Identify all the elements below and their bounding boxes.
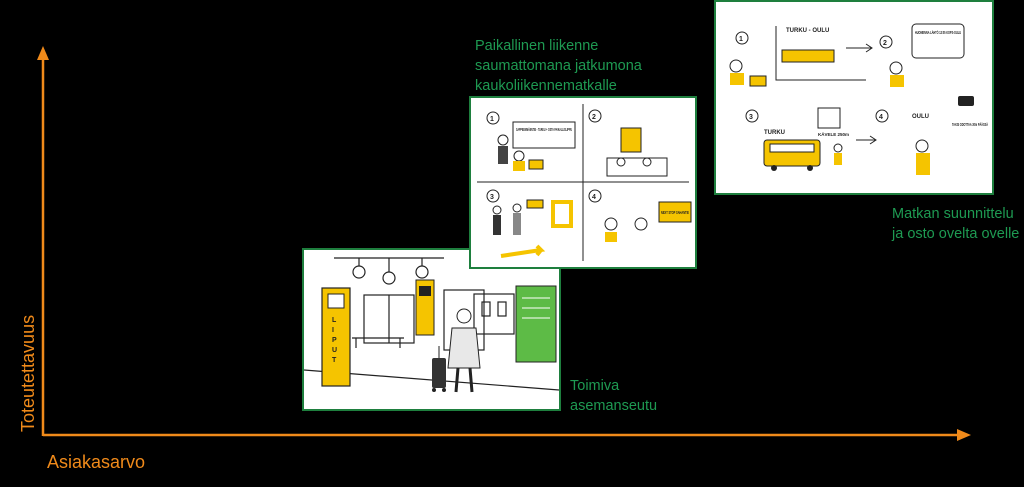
trip-step-1: 1 — [739, 36, 743, 43]
ticket-machine-label-u: U — [332, 347, 337, 354]
y-axis-arrowhead — [37, 46, 49, 60]
trip-step-4: 4 — [879, 114, 883, 121]
local-screen-text: SAPPEENMÄENTIE - TURKU + OSTA PAIKALLISL… — [516, 126, 572, 132]
trip-city: OULU — [912, 114, 929, 120]
caption-local-traffic: Paikallinen liikenne saumattomana jatkum… — [475, 38, 642, 94]
local-step-4: 4 — [592, 194, 596, 201]
trip-walk-text: KÄVELE 250m — [818, 131, 849, 137]
ticket-machine-label-l: L — [332, 317, 337, 324]
trip-step-2: 2 — [883, 40, 887, 47]
ticket-machine-label-t: T — [332, 357, 337, 364]
trip-bubble-text: HUOMENNA LÄHTÖ 13:05 KOPS-OULU — [915, 29, 961, 36]
caption-trip-planning: Matkan suunnittelu ja osto ovelta ovelle — [892, 206, 1020, 242]
local-step-3: 3 — [490, 194, 494, 201]
local-step-1: 1 — [490, 116, 494, 123]
x-axis-label: Asiakasarvo — [47, 452, 146, 472]
local-traffic-illustration: 1 2 3 4 SAPPEENMÄENTIE - TURKU + OSTA PA… — [469, 96, 697, 269]
trip-route: TURKU - OULU — [786, 28, 829, 34]
caption-station-area: Toimiva asemanseutu — [570, 378, 658, 414]
local-step-2: 2 — [592, 114, 596, 121]
ticket-machine-label-i: I — [332, 327, 334, 334]
trip-taxi-text: TAKSI ODOTTAA 30m PÄÄSSÄ — [952, 121, 988, 128]
y-axis-label: Toteutettavuus — [18, 314, 38, 432]
station-area-illustration: L I P U T — [302, 248, 561, 411]
ticket-machine-label-p: P — [332, 337, 337, 344]
trip-planning-illustration: 1 2 3 4 TURKU - OULU HUOMENNA LÄHTÖ 13:0… — [714, 0, 994, 195]
x-axis-arrowhead — [957, 429, 971, 441]
next-stop-sign: NEXT STOP SAHANTIE — [661, 210, 689, 215]
trip-step-3: 3 — [749, 114, 753, 121]
trip-bus-label: TURKU — [764, 130, 785, 136]
